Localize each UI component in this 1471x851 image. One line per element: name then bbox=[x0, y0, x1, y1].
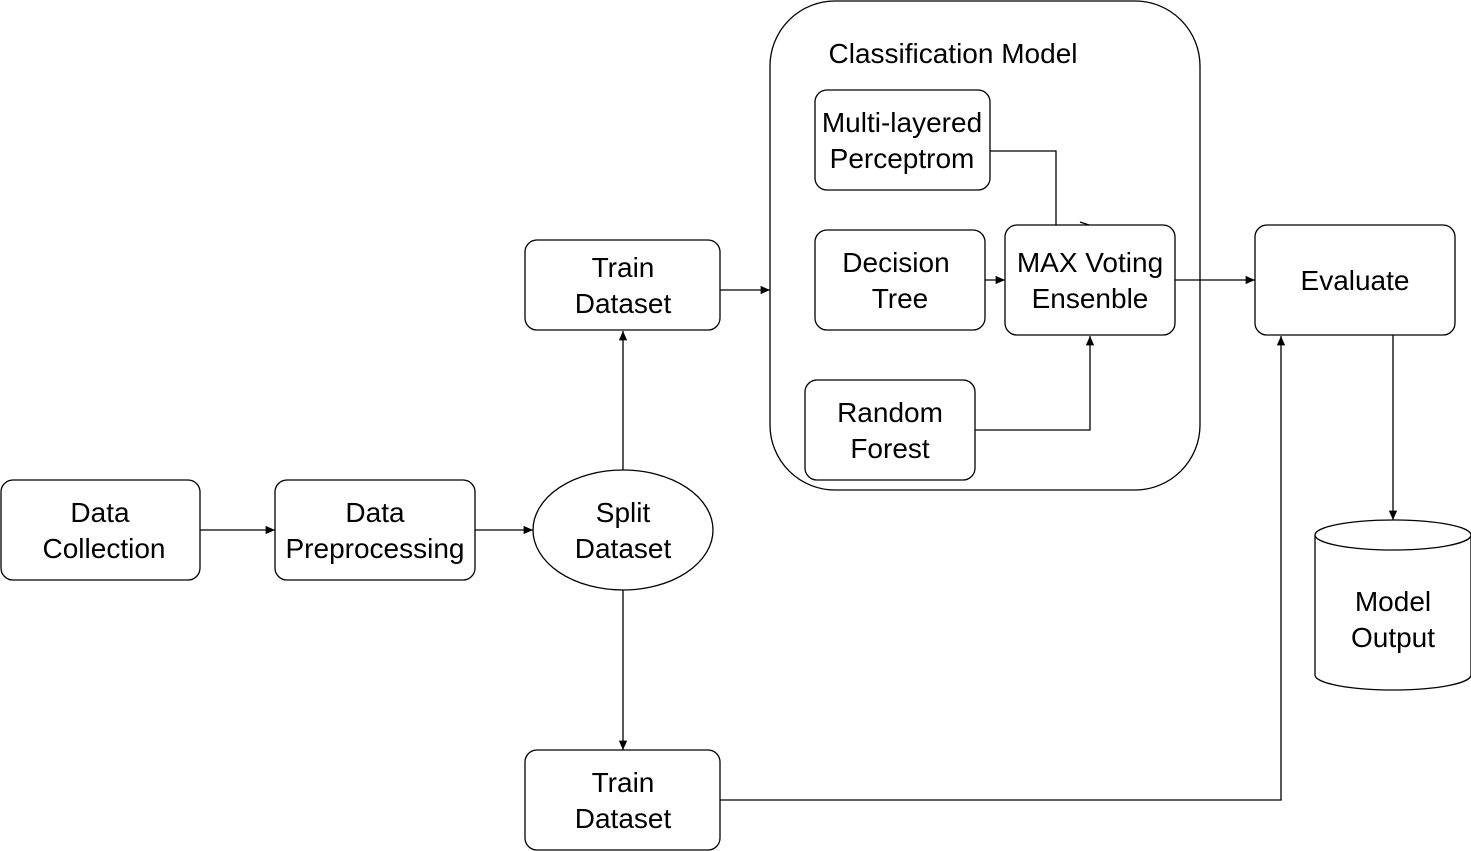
edge-train-bottom-to-evaluate bbox=[720, 336, 1286, 801]
mlp-label-line1: Multi-layered bbox=[822, 107, 982, 138]
classification-model-title: Classification Model bbox=[829, 38, 1078, 69]
data-preprocessing-label-line2: Preprocessing bbox=[286, 533, 465, 564]
random-forest-label-line2: Forest bbox=[850, 433, 930, 464]
model-output-label-line1: Model bbox=[1355, 586, 1431, 617]
mlp-label-line2: Perceptrom bbox=[830, 143, 975, 174]
max-voting-label-line2: Ensenble bbox=[1032, 283, 1149, 314]
node-model-output: Model Output bbox=[1314, 519, 1471, 691]
train-dataset-top-label-line2: Dataset bbox=[575, 288, 672, 319]
data-collection-label-line1: Data bbox=[70, 497, 130, 528]
train-dataset-bottom-label-line2: Dataset bbox=[575, 803, 672, 834]
node-train-dataset-bottom: Train Dataset bbox=[524, 749, 721, 851]
train-dataset-bottom-label-line1: Train bbox=[592, 767, 655, 798]
node-split-dataset: Split Dataset bbox=[532, 469, 714, 591]
node-mlp: Multi-layered Perceptrom bbox=[814, 89, 991, 191]
data-preprocessing-label-line1: Data bbox=[345, 497, 405, 528]
train-dataset-top-label-line1: Train bbox=[592, 252, 655, 283]
edge-forest-to-voting bbox=[975, 336, 1095, 431]
split-dataset-label-line1: Split bbox=[596, 497, 651, 528]
node-data-collection: Data Collection bbox=[0, 479, 201, 581]
data-collection-label-line2: Collection bbox=[43, 533, 166, 564]
node-decision-tree: Decision Tree bbox=[814, 229, 986, 331]
decision-tree-label-line1: Decision bbox=[842, 247, 949, 278]
random-forest-label-line1: Random bbox=[837, 397, 943, 428]
node-random-forest: Random Forest bbox=[804, 379, 976, 481]
split-dataset-label-line2: Dataset bbox=[575, 533, 672, 564]
node-train-dataset-top: Train Dataset bbox=[524, 239, 721, 331]
node-max-voting-ensemble: MAX Voting Ensenble bbox=[1004, 224, 1176, 336]
decision-tree-label-line2: Tree bbox=[872, 283, 929, 314]
node-evaluate: Evaluate bbox=[1254, 224, 1456, 336]
model-output-label-line2: Output bbox=[1351, 622, 1435, 653]
node-data-preprocessing: Data Preprocessing bbox=[274, 479, 476, 581]
max-voting-label-line1: MAX Voting bbox=[1017, 247, 1163, 278]
evaluate-label: Evaluate bbox=[1301, 265, 1410, 296]
edge-mlp-to-voting bbox=[990, 150, 1057, 225]
